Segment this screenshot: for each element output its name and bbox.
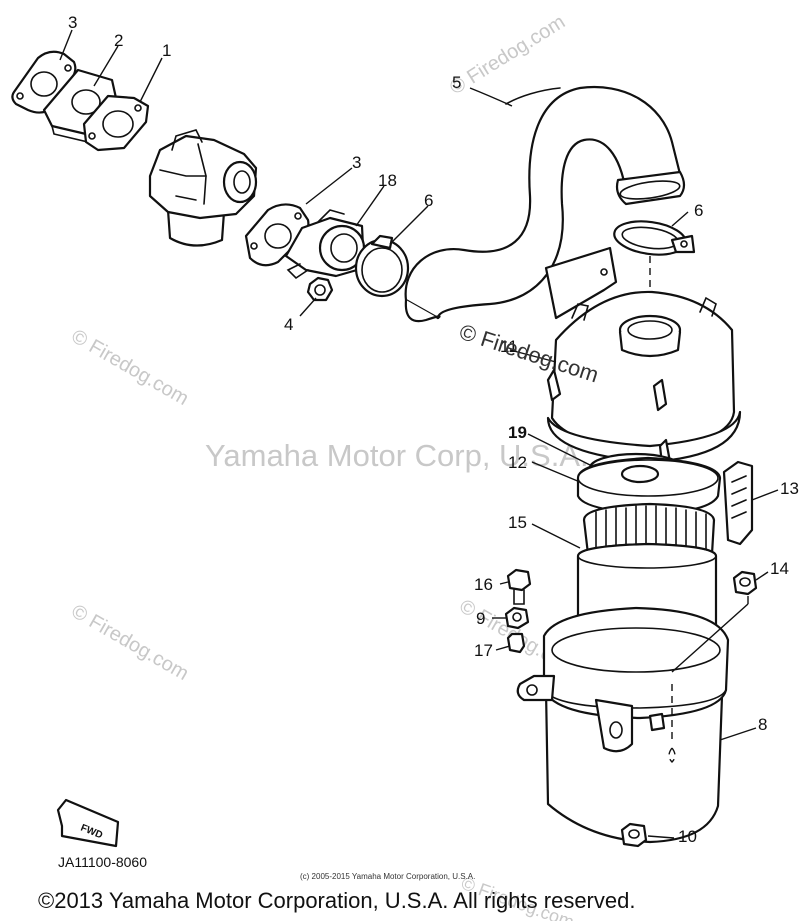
callout-18: 18 <box>378 171 397 190</box>
callout-15: 15 <box>508 513 527 532</box>
callout-14: 14 <box>770 559 789 578</box>
callout-12: 12 <box>508 453 527 472</box>
gasket-1 <box>82 94 150 152</box>
callout-leaders <box>59 29 779 839</box>
collar-17 <box>506 632 526 654</box>
hose-band-6 <box>613 220 696 256</box>
watermark-firedog-left: © Firedog.com <box>68 325 193 410</box>
callout-17: 17 <box>474 641 493 660</box>
part-code: JA11100-8060 <box>58 854 147 870</box>
callout-6: 6 <box>694 201 703 220</box>
seal-13 <box>722 460 754 546</box>
nut-4 <box>306 276 334 302</box>
hose-clamp-7 <box>354 234 410 298</box>
callout-3-lower: 3 <box>352 153 361 172</box>
watermark-firedog-lower-left: © Firedog.com <box>68 600 193 685</box>
air-cleaner-case-8 <box>516 606 730 844</box>
watermark-yamaha: Yamaha Motor Corp, U.S.A. <box>205 438 589 473</box>
washer-9 <box>504 606 530 630</box>
callout-7: 6 <box>424 191 433 210</box>
drain-plug-10 <box>620 822 648 848</box>
copyright-notice: ©2013 Yamaha Motor Corporation, U.S.A. A… <box>38 888 635 913</box>
callout-10: 10 <box>678 827 697 846</box>
intake-hose-5 <box>404 85 686 323</box>
callout-9: 9 <box>476 609 485 628</box>
callout-5: 5 <box>452 73 461 92</box>
callout-3-upper: 3 <box>68 13 77 32</box>
grommet-14 <box>732 570 758 596</box>
forward-arrow-icon: FWD <box>56 798 120 848</box>
callout-8: 8 <box>758 715 767 734</box>
bolt-16 <box>506 568 532 605</box>
carburetor <box>148 129 258 247</box>
fine-print-copyright: (c) 2005-2015 Yamaha Motor Corporation, … <box>300 872 475 881</box>
callout-4: 4 <box>284 315 293 334</box>
callout-16: 16 <box>474 575 493 594</box>
callout-11: 11 <box>500 337 518 356</box>
gasket-3-upper <box>11 50 77 114</box>
leader-case-drain <box>668 747 676 763</box>
watermark-firedog-top: © Firedog.com <box>446 11 569 99</box>
callout-1: 1 <box>162 41 171 60</box>
callout-2: 2 <box>114 31 123 50</box>
air-cleaner-cap-11 <box>544 246 742 466</box>
callout-19: 19 <box>508 423 527 442</box>
leader-14-element <box>671 603 749 673</box>
carburetor-joint-18 <box>284 209 366 280</box>
callout-13: 13 <box>780 479 799 498</box>
